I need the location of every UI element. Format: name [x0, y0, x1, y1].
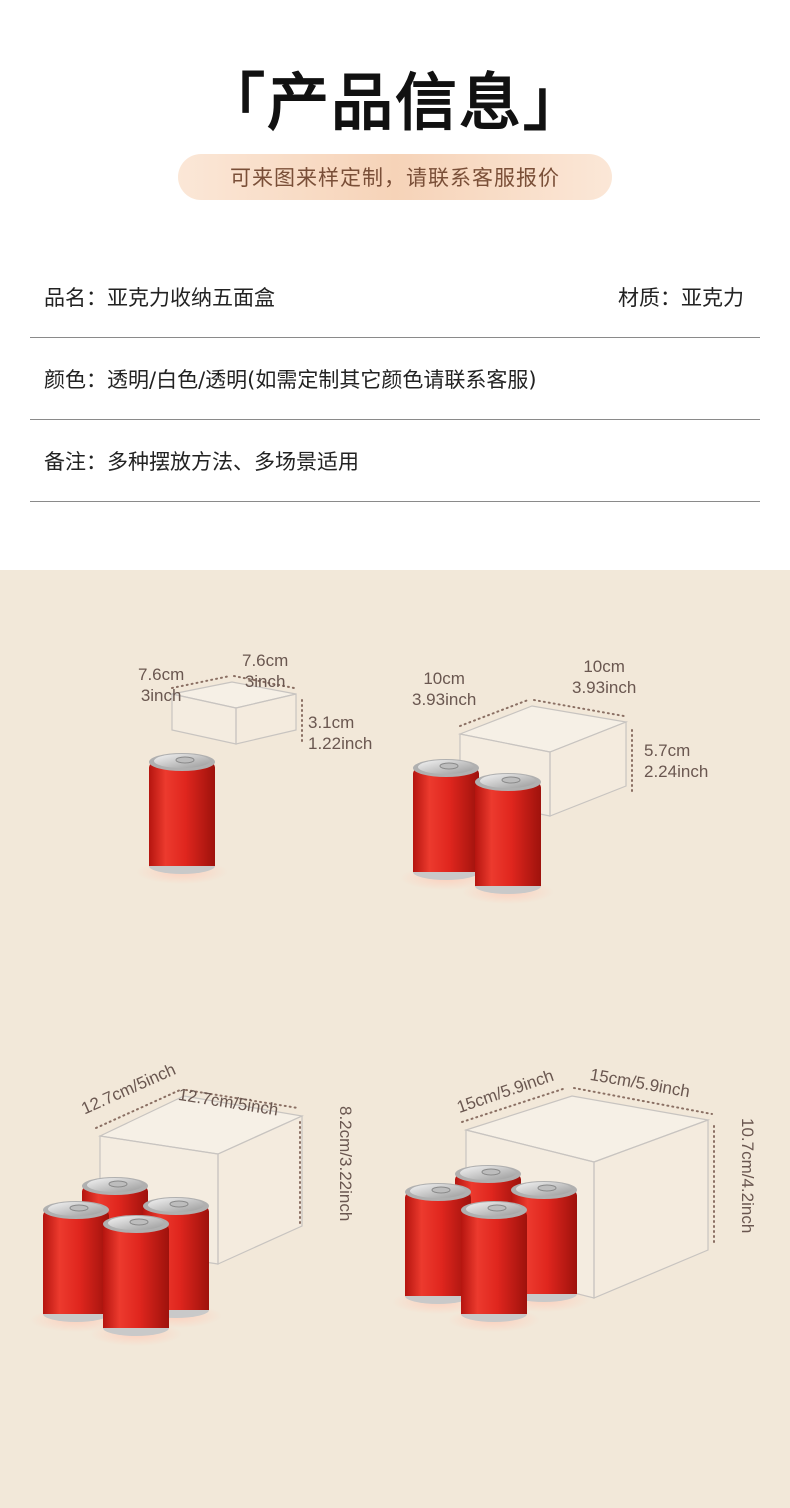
size-illustrations	[29, 675, 715, 1347]
box-xlarge	[391, 1087, 715, 1333]
product-info-header: 「产品信息」 可来图来样定制，请联系客服报价 品名：亚克力收纳五面盒 材质：亚克…	[0, 0, 790, 570]
product-color: 颜色：透明/白色/透明(如需定制其它颜色请联系客服)	[44, 367, 537, 392]
info-row-note: 备注：多种摆放方法、多场景适用	[30, 420, 760, 502]
product-material: 材质：亚克力	[618, 285, 744, 310]
box-large	[29, 1089, 305, 1347]
box-medium	[399, 699, 633, 905]
page-title: 「产品信息」	[202, 66, 587, 139]
info-row-name: 品名：亚克力收纳五面盒 材质：亚克力	[30, 256, 760, 338]
box-small	[135, 675, 303, 885]
info-row-color: 颜色：透明/白色/透明(如需定制其它颜色请联系客服)	[30, 338, 760, 420]
box3-height-label: 8.2cm/3.22inch	[336, 1106, 355, 1222]
customization-banner: 可来图来样定制，请联系客服报价	[178, 154, 612, 200]
product-note: 备注：多种摆放方法、多场景适用	[44, 449, 359, 474]
customization-text: 可来图来样定制，请联系客服报价	[230, 166, 560, 190]
product-name: 品名：亚克力收纳五面盒	[44, 285, 275, 310]
box4-height-label: 10.7cm/4.2inch	[738, 1118, 757, 1234]
